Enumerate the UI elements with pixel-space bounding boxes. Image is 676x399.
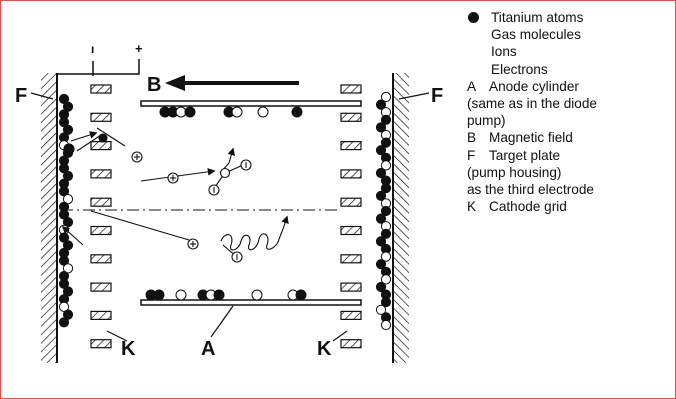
target-plate-label-left: F: [15, 85, 27, 107]
cathode-grid-left: [90, 84, 112, 349]
legend: Titanium atoms Gas molecules Ions Electr…: [467, 9, 672, 215]
cathode-grid-bar: [90, 254, 112, 264]
titanium-atom: [380, 114, 392, 125]
magnetic-field-label: B: [147, 74, 161, 96]
titanium-atom: [380, 205, 392, 217]
cathode-grid-bar: [90, 112, 112, 122]
titanium-atom: [380, 297, 392, 308]
positive-terminal-label: +: [135, 41, 143, 56]
cathode-grid-bar: [90, 169, 112, 179]
gas-molecule: [251, 289, 263, 301]
legend-anode-cont1: (same as in the diode: [467, 96, 597, 112]
cathode-grid-bar: [90, 197, 112, 207]
titanium-atom: [375, 190, 387, 201]
titanium-atom: [153, 289, 165, 301]
gas-molecule: [380, 251, 392, 262]
legend-target-cont1: (pump housing): [467, 164, 562, 180]
anode-plate-bottom: [140, 299, 362, 306]
gas-molecule: [257, 106, 269, 118]
titanium-atom: [295, 289, 307, 301]
gas-molecule: [375, 304, 387, 315]
titanium-atom: [375, 167, 387, 179]
cathode-grid-right: [340, 84, 362, 349]
ion-and-electron-symbols: [63, 133, 252, 263]
legend-gas: Gas molecules: [491, 27, 581, 43]
titanium-atom: [184, 106, 196, 118]
titanium-atom: [375, 236, 387, 247]
titanium-atom: [380, 183, 392, 194]
cathode-grid-bar: [340, 282, 362, 292]
anode-plate-top: [140, 100, 362, 107]
titanium-atom: [375, 259, 387, 270]
cathode-grid-bar: [90, 339, 112, 349]
cathode-grid-bar: [90, 225, 112, 236]
cathode-grid-bar: [340, 254, 362, 264]
anode-pointer: [210, 305, 234, 338]
cathode-grid-bar: [340, 310, 362, 320]
titanium-atom-icon: [468, 12, 479, 23]
gas-molecule: [380, 274, 392, 285]
gas-molecule: [380, 319, 392, 331]
negative-terminal-label: ı: [91, 42, 94, 56]
cathode-grid-bar: [340, 84, 362, 94]
legend-titanium: Titanium atoms: [467, 9, 672, 26]
cathode-grid-bar: [340, 225, 362, 236]
target-plate-label-right: F: [431, 85, 443, 107]
cathode-grid-bar: [340, 197, 362, 207]
cathode-grid-bar: [90, 84, 112, 94]
titanium-atom: [375, 122, 387, 133]
lead-wires: [56, 59, 140, 81]
cathode-grid-label-right: K: [317, 338, 332, 360]
legend-electrons: Electrons: [491, 61, 548, 77]
magnetic-field-arrow: [165, 75, 299, 91]
titanium-atom: [375, 145, 387, 156]
legend-anode-cont2: pump): [467, 113, 506, 129]
titanium-atom: [375, 213, 387, 224]
cathode-grid-label-left: K: [121, 338, 136, 360]
gas-molecule: [380, 91, 392, 103]
titanium-atom: [291, 106, 303, 118]
titanium-atom: [380, 137, 392, 148]
legend-ions: Ions: [491, 44, 517, 60]
target-plate-right: [392, 73, 409, 363]
titanium-atom: [375, 281, 387, 293]
cathode-grid-bar: [90, 282, 112, 292]
gas-molecule: [175, 289, 187, 301]
titanium-atom: [375, 99, 387, 110]
cathode-grid-bar: [90, 141, 112, 151]
cathode-grid-bar: [340, 141, 362, 151]
titanium-atom: [213, 289, 225, 301]
cathode-grid-bar: [340, 169, 362, 179]
gas-molecule: [380, 160, 392, 171]
particle-trajectories: [61, 127, 289, 258]
cathode-grid-bar: [340, 339, 362, 349]
titanium-atom: [58, 317, 70, 328]
deposited-particles: [58, 91, 392, 331]
target-plate-left: [41, 73, 58, 363]
label-leaders: [30, 92, 430, 342]
gas-molecule: [231, 106, 243, 118]
cathode-grid-bar: [340, 112, 362, 122]
anode-label: A: [201, 338, 215, 360]
cathode-grid-bar: [90, 310, 112, 320]
legend-target-cont2: as the third electrode: [467, 182, 594, 198]
titanium-atom: [380, 228, 392, 239]
